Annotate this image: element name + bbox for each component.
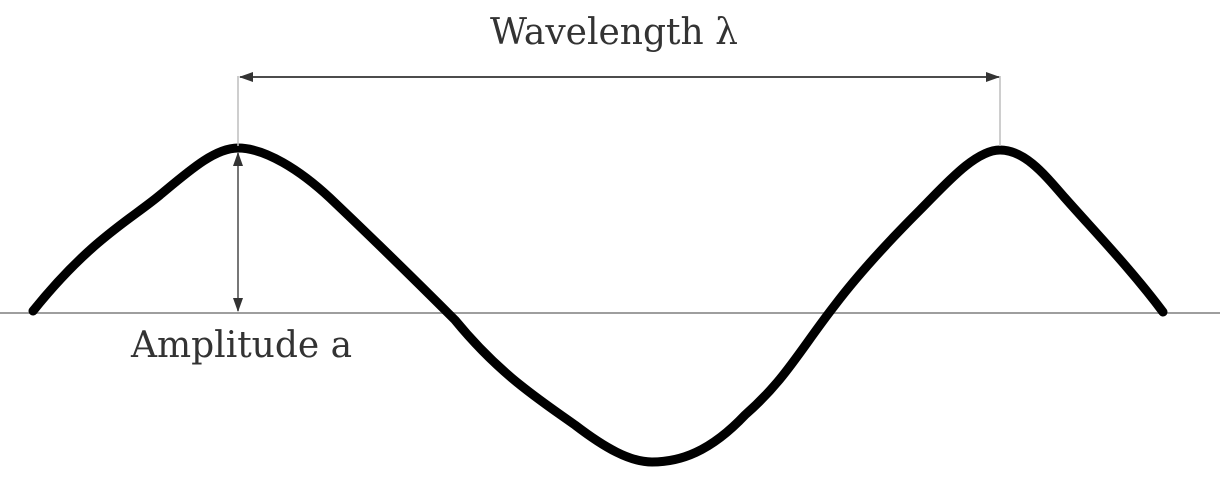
wave-curve <box>28 143 1168 467</box>
wavelength-label: Wavelength λ <box>490 12 738 53</box>
amplitude-label: Amplitude a <box>131 325 353 366</box>
